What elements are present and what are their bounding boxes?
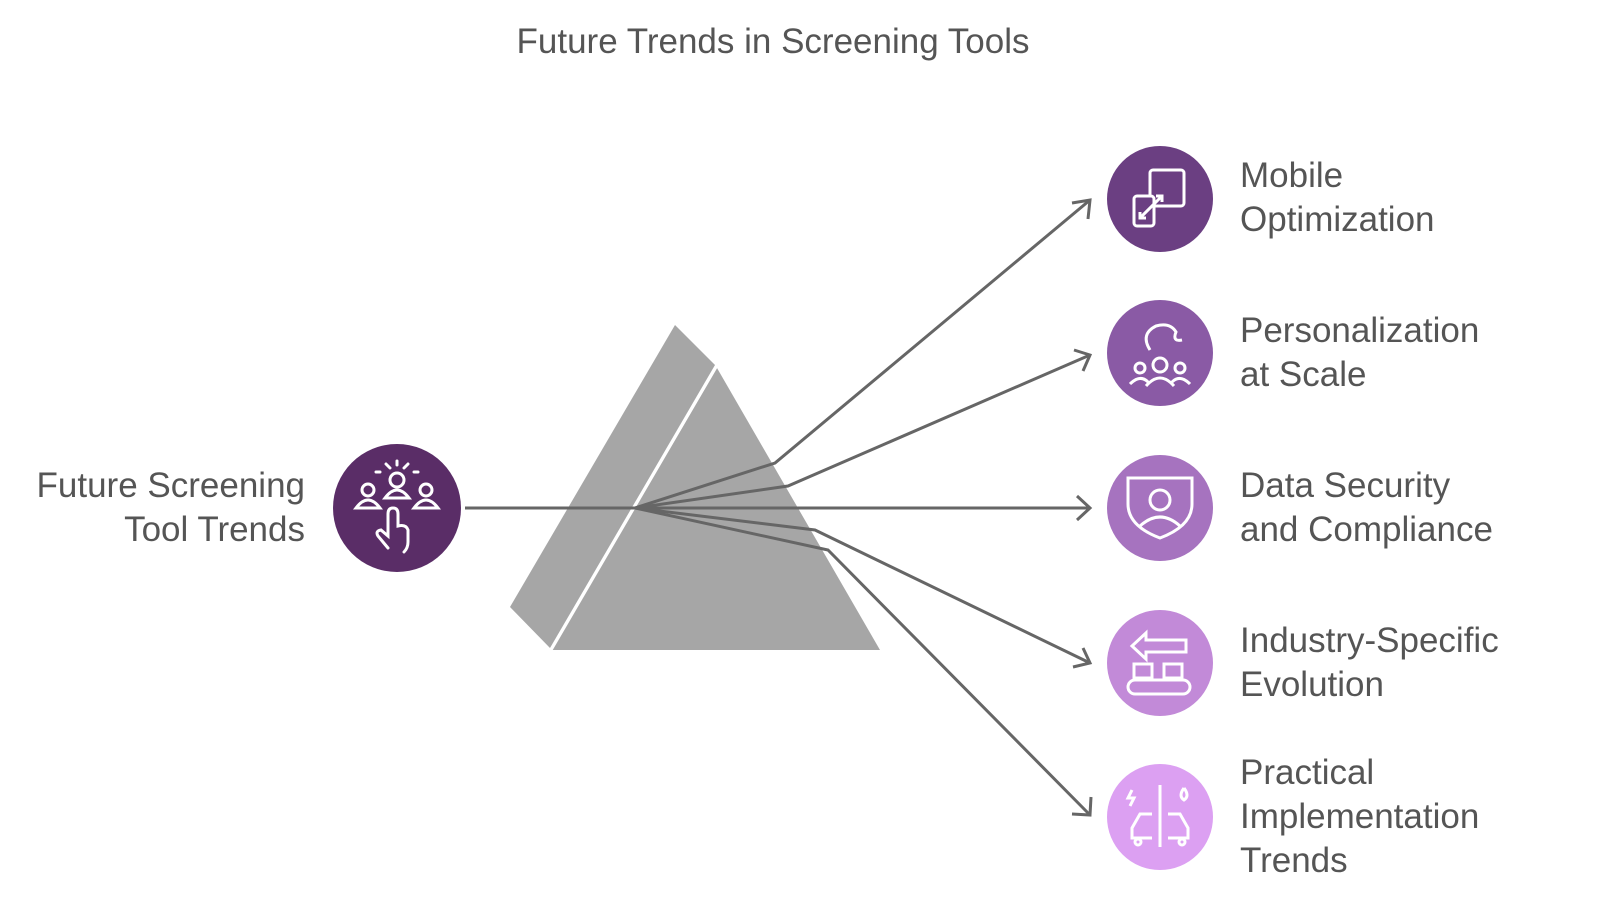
ray-4 — [634, 506, 1091, 665]
label-line: and Compliance — [1240, 510, 1493, 549]
people-hand-icon — [352, 459, 442, 554]
shield-user-icon — [1126, 476, 1194, 540]
diagram-title: Future Trends in Screening Tools — [516, 22, 1030, 61]
output-label-security: Data Security and Compliance — [1240, 464, 1580, 552]
mobile-resize-icon — [1132, 168, 1186, 228]
label-line: Mobile — [1240, 156, 1344, 195]
arrowhead-5 — [1071, 796, 1093, 817]
label-line: Trends — [1240, 841, 1348, 880]
output-label-industry: Industry-Specific Evolution — [1240, 619, 1580, 707]
cars-compare-icon — [1125, 785, 1190, 847]
source-label: Future Screening Tool Trends — [0, 464, 305, 552]
conveyor-icon — [1126, 629, 1192, 696]
source-label-line: Tool Trends — [124, 510, 305, 549]
node-2 — [1107, 300, 1213, 406]
ray-5 — [634, 506, 1092, 817]
label-line: Personalization — [1240, 311, 1480, 350]
source-node — [333, 444, 461, 572]
label-line: Industry-Specific — [1240, 621, 1499, 660]
output-label-mobile: Mobile Optimization — [1240, 154, 1580, 242]
node-5 — [1107, 764, 1213, 870]
arrowhead-4 — [1072, 647, 1093, 669]
ray-1 — [634, 198, 1091, 510]
label-line: Evolution — [1240, 665, 1384, 704]
label-line: at Scale — [1240, 355, 1367, 394]
rays — [465, 198, 1093, 817]
label-line: Implementation — [1240, 797, 1480, 836]
arrowhead-2 — [1073, 348, 1093, 372]
label-line: Optimization — [1240, 200, 1435, 239]
output-label-practical: Practical Implementation Trends — [1240, 751, 1580, 883]
node-4 — [1107, 610, 1213, 716]
output-label-personalization: Personalization at Scale — [1240, 309, 1580, 397]
label-line: Practical — [1240, 753, 1375, 792]
ray-2 — [634, 353, 1091, 510]
node-3 — [1107, 455, 1213, 561]
label-line: Data Security — [1240, 466, 1451, 505]
node-1 — [1107, 146, 1213, 252]
source-label-line: Future Screening — [36, 466, 305, 505]
personalized-group-icon — [1128, 323, 1192, 388]
arrowhead-1 — [1071, 198, 1092, 220]
arrowhead-3 — [1075, 494, 1093, 522]
